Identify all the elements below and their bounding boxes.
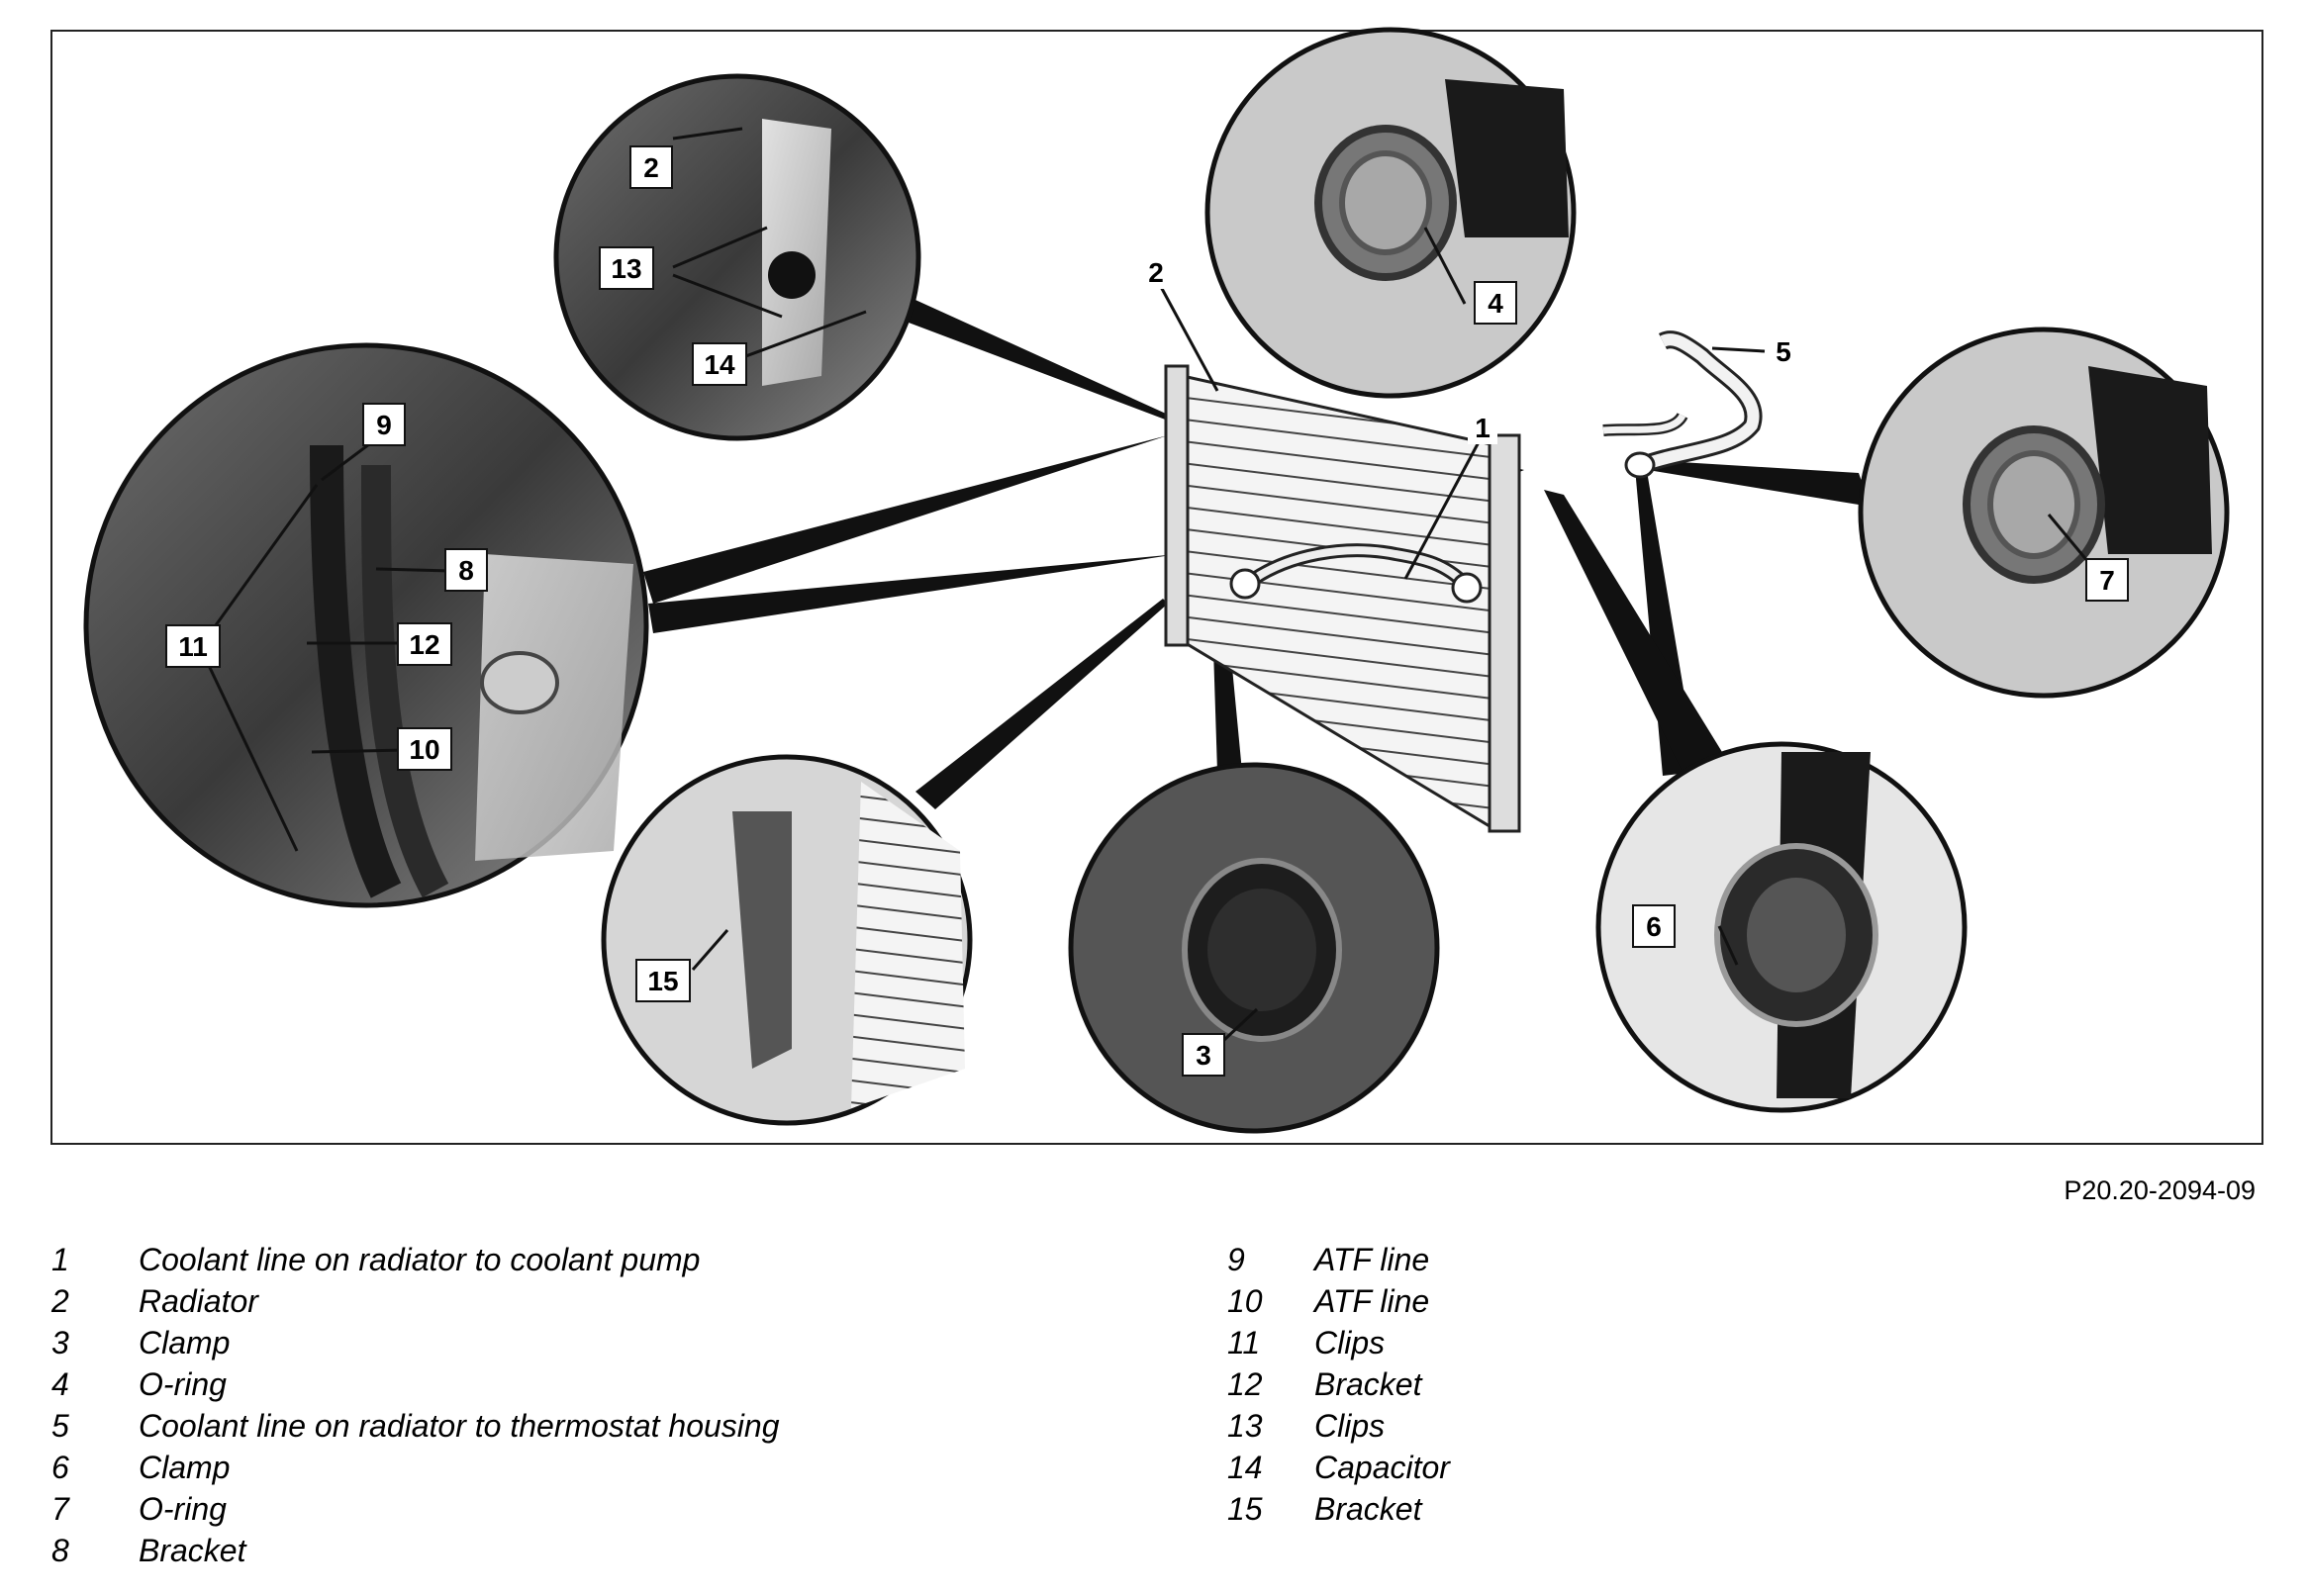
svg-text:4: 4 <box>1488 288 1503 319</box>
callout-label-5: 5 <box>1767 332 1800 368</box>
legend-number: 10 <box>1227 1283 1263 1319</box>
legend-label: ATF line <box>1314 1242 1430 1277</box>
legend-number: 13 <box>1227 1408 1263 1444</box>
legend-item: 9 ATF line <box>1227 1239 1450 1280</box>
callout-label-3: 3 <box>1182 1033 1225 1077</box>
svg-text:8: 8 <box>458 555 474 586</box>
legend-label: Radiator <box>139 1283 258 1319</box>
legend-item: 3 Clamp <box>51 1322 780 1363</box>
legend-label: Capacitor <box>1314 1450 1450 1485</box>
callout-label-14: 14 <box>692 342 747 386</box>
legend-item: 8 Bracket <box>51 1530 780 1571</box>
legend-item: 4 O-ring <box>51 1363 780 1405</box>
callout-label-13: 13 <box>599 246 654 290</box>
callout-label-15: 15 <box>635 959 691 1002</box>
svg-text:13: 13 <box>611 253 641 284</box>
svg-text:3: 3 <box>1196 1040 1211 1071</box>
svg-text:2: 2 <box>1148 257 1164 288</box>
legend-label: O-ring <box>139 1491 227 1527</box>
legend-number: 3 <box>51 1325 69 1361</box>
legend-label: Coolant line on radiator to thermostat h… <box>139 1408 780 1444</box>
svg-text:9: 9 <box>376 410 392 440</box>
legend-item: 10 ATF line <box>1227 1280 1450 1322</box>
legend-number: 1 <box>51 1242 69 1277</box>
legend-number: 15 <box>1227 1491 1263 1527</box>
svg-text:7: 7 <box>2099 565 2115 596</box>
svg-text:2: 2 <box>643 152 659 183</box>
legend-label: Bracket <box>1314 1366 1422 1402</box>
detail-circle-left-large <box>83 342 649 908</box>
svg-text:14: 14 <box>704 349 735 380</box>
callout-label-10: 10 <box>397 727 452 771</box>
legend-number: 14 <box>1227 1450 1263 1485</box>
legend-item: 1 Coolant line on radiator to coolant pum… <box>51 1239 780 1280</box>
svg-text:11: 11 <box>178 631 208 662</box>
legend-number: 6 <box>51 1450 69 1485</box>
svg-text:5: 5 <box>1776 336 1791 367</box>
legend-item: 7 O-ring <box>51 1488 780 1530</box>
svg-text:1: 1 <box>1475 413 1491 443</box>
legend-item: 2 Radiator <box>51 1280 780 1322</box>
radiator <box>1164 364 1521 833</box>
legend-item: 13 Clips <box>1227 1405 1450 1447</box>
legend-number: 11 <box>1227 1325 1261 1361</box>
svg-text:12: 12 <box>409 629 439 660</box>
legend-item: 14 Capacitor <box>1227 1447 1450 1488</box>
callout-label-7: 7 <box>2085 558 2129 602</box>
legend-number: 2 <box>51 1283 69 1319</box>
svg-text:10: 10 <box>409 734 439 765</box>
detail-circle-bottom-middle <box>1068 762 1440 1134</box>
legend-number: 9 <box>1227 1242 1245 1277</box>
legend-left-column: 1 Coolant line on radiator to coolant pum… <box>51 1239 780 1571</box>
coolant-line-thermostat <box>1602 330 1763 479</box>
legend-number: 4 <box>51 1366 69 1402</box>
detail-circle-right <box>1858 327 2230 699</box>
callout-label-4: 4 <box>1474 281 1517 325</box>
detail-circle-top-middle <box>1204 27 1577 399</box>
detail-circle-bottom-right <box>1595 741 1968 1113</box>
callout-label-2: 2 <box>1138 253 1174 289</box>
legend-label: Clips <box>1314 1325 1386 1361</box>
legend-number: 5 <box>51 1408 69 1444</box>
detail-circle-bottom-left <box>601 754 973 1126</box>
callout-label-9: 9 <box>362 403 406 446</box>
svg-text:6: 6 <box>1646 911 1662 942</box>
legend-item: 15 Bracket <box>1227 1488 1450 1530</box>
leader-wedges <box>643 291 1871 809</box>
legend-label: Bracket <box>1314 1491 1422 1527</box>
radiator-exploded-diagram: 1 2 3 4 5 6 7 8 9 10 11 12 <box>83 27 2230 1134</box>
legend-item: 5 Coolant line on radiator to thermostat … <box>51 1405 780 1447</box>
legend-label: Bracket <box>139 1533 246 1568</box>
callout-label-8: 8 <box>444 548 488 592</box>
svg-text:15: 15 <box>647 966 678 996</box>
legend-item: 12 Bracket <box>1227 1363 1450 1405</box>
legend-item: 6 Clamp <box>51 1447 780 1488</box>
legend-number: 12 <box>1227 1366 1263 1402</box>
legend-label: O-ring <box>139 1366 227 1402</box>
legend-number: 8 <box>51 1533 69 1568</box>
legend-label: ATF line <box>1314 1283 1430 1319</box>
callout-label-12: 12 <box>397 622 452 666</box>
figure-reference: P20.20-2094-09 <box>2064 1175 2256 1205</box>
legend-label: Clamp <box>139 1325 231 1361</box>
callout-label-6: 6 <box>1632 904 1676 948</box>
callout-label-2-detail: 2 <box>629 145 673 189</box>
callout-label-11: 11 <box>165 624 221 668</box>
legend-number: 7 <box>51 1491 69 1527</box>
legend-label: Coolant line on radiator to coolant pump <box>139 1242 701 1277</box>
callout-leader-lines <box>201 127 2100 1056</box>
legend-item: 11 Clips <box>1227 1322 1450 1363</box>
legend-label: Clamp <box>139 1450 231 1485</box>
callout-label-1: 1 <box>1468 409 1497 444</box>
legend-label: Clips <box>1314 1408 1386 1444</box>
